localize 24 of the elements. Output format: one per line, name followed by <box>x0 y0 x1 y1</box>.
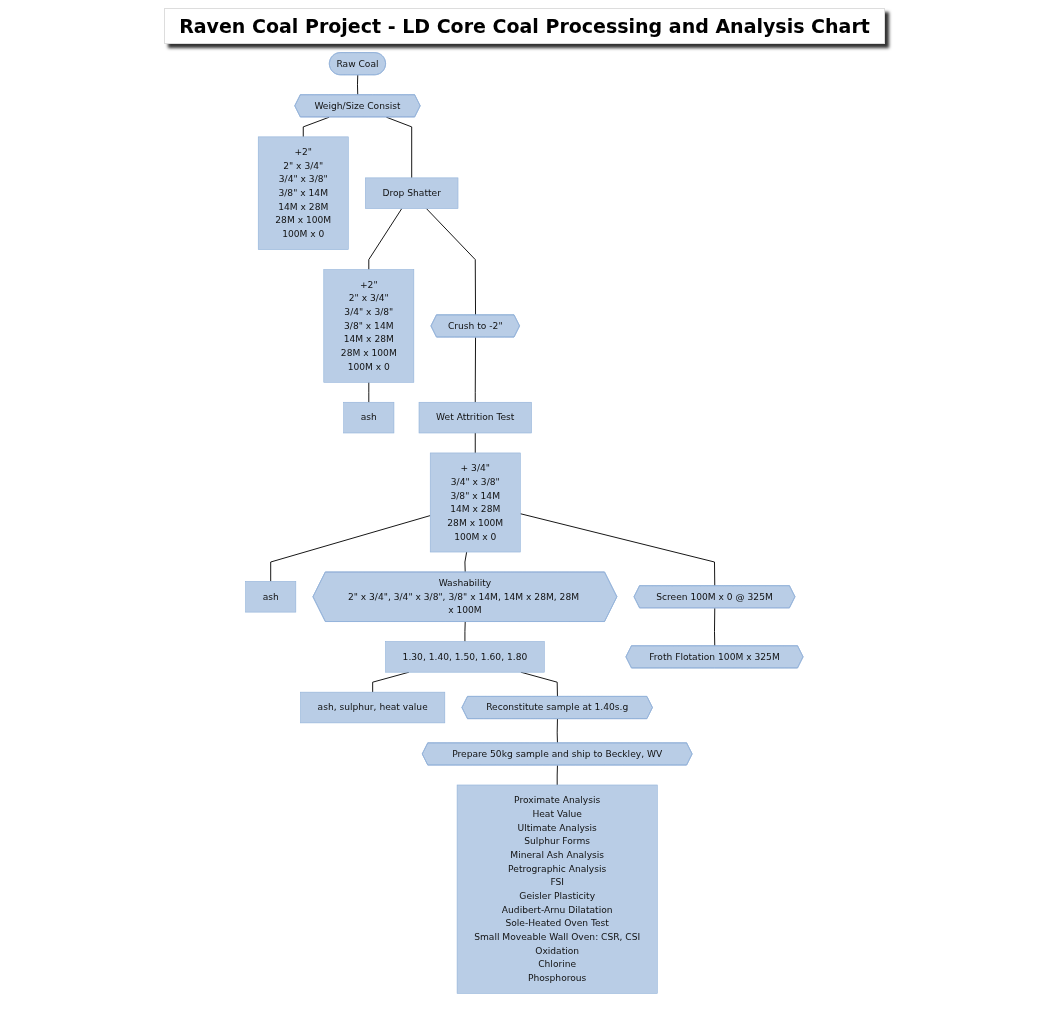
connector <box>474 432 476 454</box>
connector <box>556 764 559 786</box>
node-box: +2" 2" x 3/4" 3/4" x 3/8" 3/8" x 14M 14M x 28M 28M x 100M 100M x 0 <box>258 136 349 250</box>
node-box: Drop Shatter <box>365 177 459 209</box>
diagram-title: Raven Coal Project - LD Core Coal Processing and Analysis Chart <box>164 8 885 44</box>
node-box: + 3/4" 3/4" x 3/8" 3/8" x 14M 14M x 28M 28M x 100M 100M x 0 <box>430 452 521 553</box>
node-box: ash, sulphur, heat value <box>300 691 446 724</box>
connector <box>368 208 403 270</box>
node-box: Wet Attrition Test <box>418 401 532 434</box>
node-box: 1.30, 1.40, 1.50, 1.60, 1.80 <box>385 641 545 673</box>
connector <box>714 607 716 647</box>
node-box: +2" 2" x 3/4" 3/4" x 3/8" 3/8" x 14M 14M x 28M 28M x 100M 100M x 0 <box>323 269 415 383</box>
connector <box>357 74 359 96</box>
connector <box>302 116 330 138</box>
node-box: Proximate Analysis Heat Value Ultimate Analysis Sulphur Forms Mineral Ash Analysis Petrographic Analysis FSI Geisler Plasticity Audibert-Arnu Dilatation Sole-Heated Oven Test Small Moveable Wall Oven: CSR, CSI Oxidation Chlorine Phosphorous <box>456 784 658 994</box>
node-box: ash <box>245 581 297 613</box>
connector <box>464 551 468 573</box>
connector <box>270 515 431 582</box>
connector <box>426 208 477 316</box>
connector <box>386 116 413 179</box>
connector <box>556 718 559 744</box>
node-box: ash <box>343 401 395 434</box>
connector <box>520 513 716 587</box>
connector <box>474 336 477 403</box>
